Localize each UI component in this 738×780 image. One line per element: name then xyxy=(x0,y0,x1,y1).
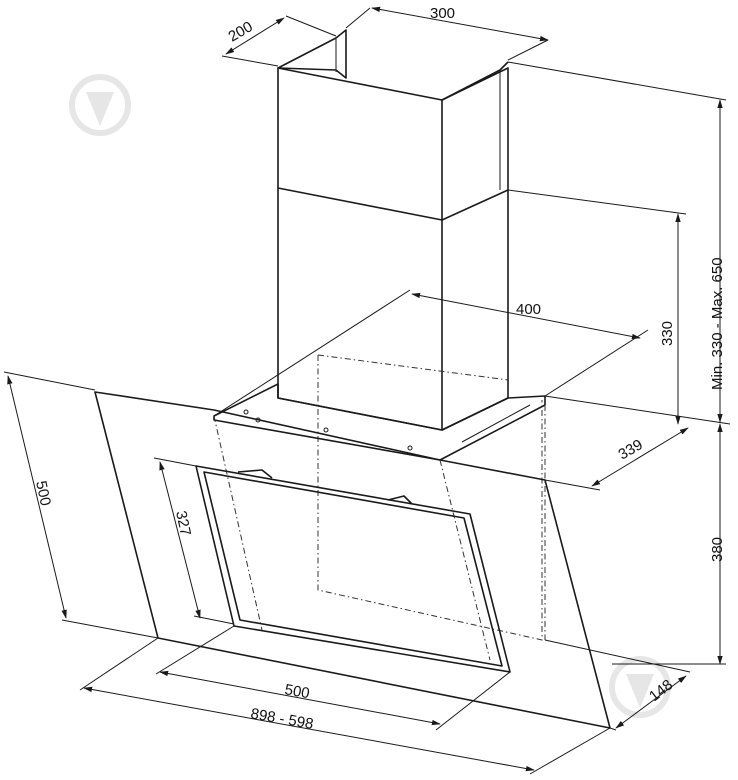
dim-inner-height: 327 xyxy=(153,457,235,625)
dim-inner-width: 500 xyxy=(155,625,511,731)
motor-base xyxy=(213,383,546,461)
dim-label-200: 200 xyxy=(226,18,256,45)
dim-label-327: 327 xyxy=(172,509,194,537)
dim-label-400: 400 xyxy=(516,301,541,318)
dim-label-330: 330 xyxy=(659,321,676,346)
dim-glass-height: 500 xyxy=(3,371,159,639)
chimney-lower xyxy=(277,188,543,641)
dim-label-339: 339 xyxy=(616,436,646,463)
dim-label-300: 300 xyxy=(430,5,455,22)
dim-chimney-width: 300 xyxy=(345,5,549,61)
chimney-upper xyxy=(277,29,509,221)
location-pin-icon xyxy=(69,74,131,136)
dim-total-height: Min. 330 - Max. 650 xyxy=(507,61,727,423)
dim-chimney-height: 330 xyxy=(507,189,687,425)
dim-base-depth: 339 xyxy=(544,395,731,491)
dim-label-total-height: Min. 330 - Max. 650 xyxy=(709,257,726,390)
inner-frame xyxy=(195,465,511,673)
dim-hood-height: 380 xyxy=(612,423,726,665)
dim-label-898-598: 898 - 598 xyxy=(249,705,314,733)
dim-label-500-horizontal: 500 xyxy=(283,681,311,702)
dim-chimney-depth: 200 xyxy=(221,15,337,67)
dim-glass-depth: 148 xyxy=(544,639,691,731)
dim-label-380: 380 xyxy=(709,537,726,562)
glass-panel xyxy=(94,391,611,729)
dim-base-width: 400 xyxy=(213,289,649,417)
dim-label-500-vertical: 500 xyxy=(32,479,54,507)
